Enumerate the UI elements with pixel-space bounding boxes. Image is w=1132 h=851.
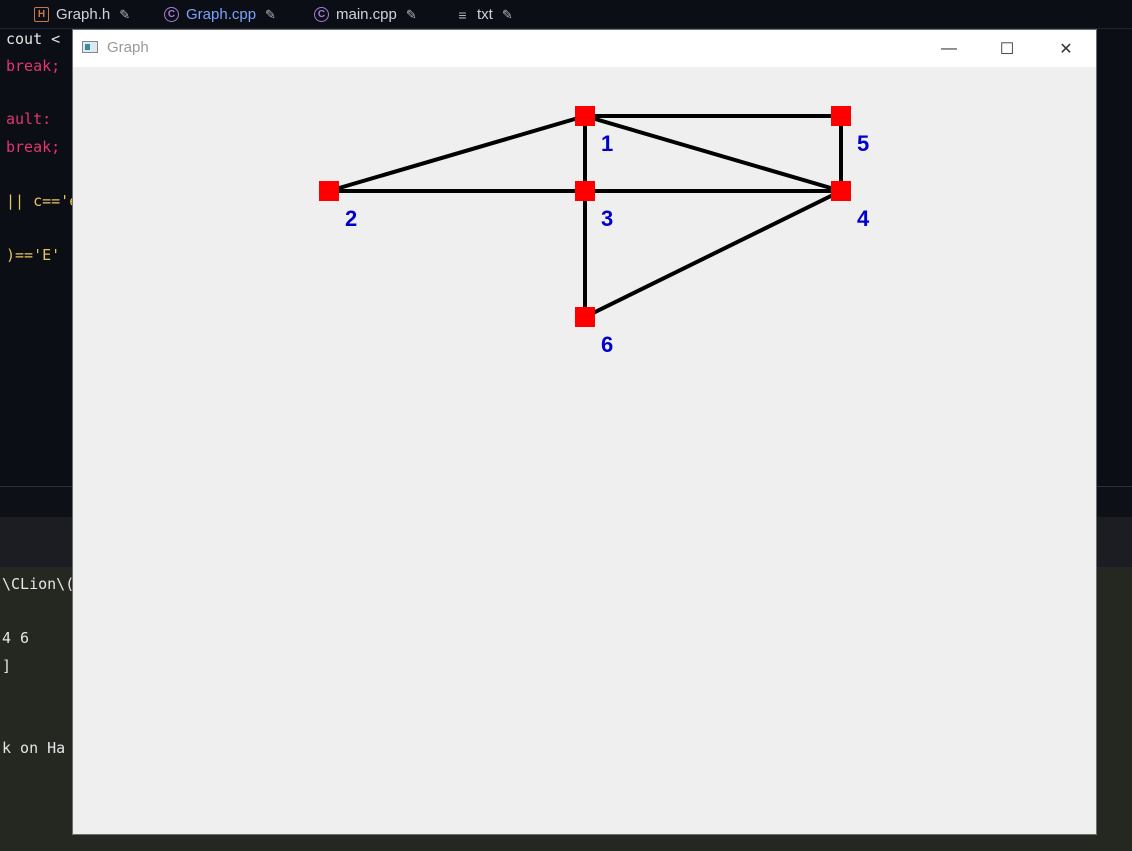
code-line: || c=='e xyxy=(6,192,79,210)
graph-node-2 xyxy=(319,181,339,201)
graph-canvas[interactable]: 1 2 3 4 5 6 xyxy=(73,67,1096,834)
minimize-button[interactable]: — xyxy=(941,39,957,57)
graph-edge-1-2 xyxy=(328,114,586,193)
pin-icon[interactable]: ✎ xyxy=(119,6,131,22)
window-title: Graph xyxy=(107,39,149,56)
graph-window: Graph — ☐ ✕ 1 2 3 4 5 6 xyxy=(72,29,1097,835)
tab-main-cpp[interactable]: C main.cpp ✎ xyxy=(314,0,417,29)
tab-txt[interactable]: ≡ txt ✎ xyxy=(455,0,513,29)
graph-node-5 xyxy=(831,106,851,126)
graph-node-3 xyxy=(575,181,595,201)
window-titlebar[interactable]: Graph — ☐ ✕ xyxy=(73,30,1096,67)
graph-edge-1-4 xyxy=(584,114,842,193)
cpp-file-icon: C xyxy=(314,7,329,22)
pin-icon[interactable]: ✎ xyxy=(265,6,276,22)
console-line: \CLion\( xyxy=(2,575,75,593)
tab-graph-h[interactable]: H Graph.h ✎ xyxy=(34,0,130,29)
ide-tab-bar: H Graph.h ✎ C Graph.cpp ✎ C main.cpp ✎ ≡… xyxy=(0,0,1132,29)
graph-node-label-3: 3 xyxy=(601,206,613,231)
graph-node-label-2: 2 xyxy=(345,206,357,231)
graph-node-4 xyxy=(831,181,851,201)
code-line: break; xyxy=(6,57,61,75)
pin-icon[interactable]: ✎ xyxy=(501,6,513,22)
graph-node-label-1: 1 xyxy=(601,131,613,156)
graph-node-6 xyxy=(575,307,595,327)
code-line: )=='E' | xyxy=(6,246,79,264)
tab-label: txt xyxy=(477,6,493,23)
tab-label: Graph.cpp xyxy=(186,6,257,23)
code-line: break; xyxy=(6,138,61,156)
graph-node-1 xyxy=(575,106,595,126)
header-file-icon: H xyxy=(34,7,49,22)
text-file-icon: ≡ xyxy=(458,6,467,23)
console-line: k on Ha xyxy=(2,739,66,757)
close-button[interactable]: ✕ xyxy=(1059,40,1073,58)
console-line: ] xyxy=(2,657,12,675)
cpp-file-icon: C xyxy=(164,7,179,22)
graph-node-label-4: 4 xyxy=(857,206,870,231)
console-line: 4 6 xyxy=(2,629,30,647)
graph-node-label-5: 5 xyxy=(857,131,869,156)
tab-label: Graph.h xyxy=(56,6,111,23)
graph-node-label-6: 6 xyxy=(601,332,613,357)
tab-graph-cpp[interactable]: C Graph.cpp ✎ xyxy=(164,0,276,29)
code-line: cout < xyxy=(6,30,61,48)
app-icon xyxy=(82,41,98,53)
maximize-button[interactable]: ☐ xyxy=(999,40,1015,58)
pin-icon[interactable]: ✎ xyxy=(405,6,417,22)
tab-label: main.cpp xyxy=(336,6,397,23)
code-line: ault: xyxy=(6,110,52,128)
graph-edge-4-6 xyxy=(584,189,842,319)
